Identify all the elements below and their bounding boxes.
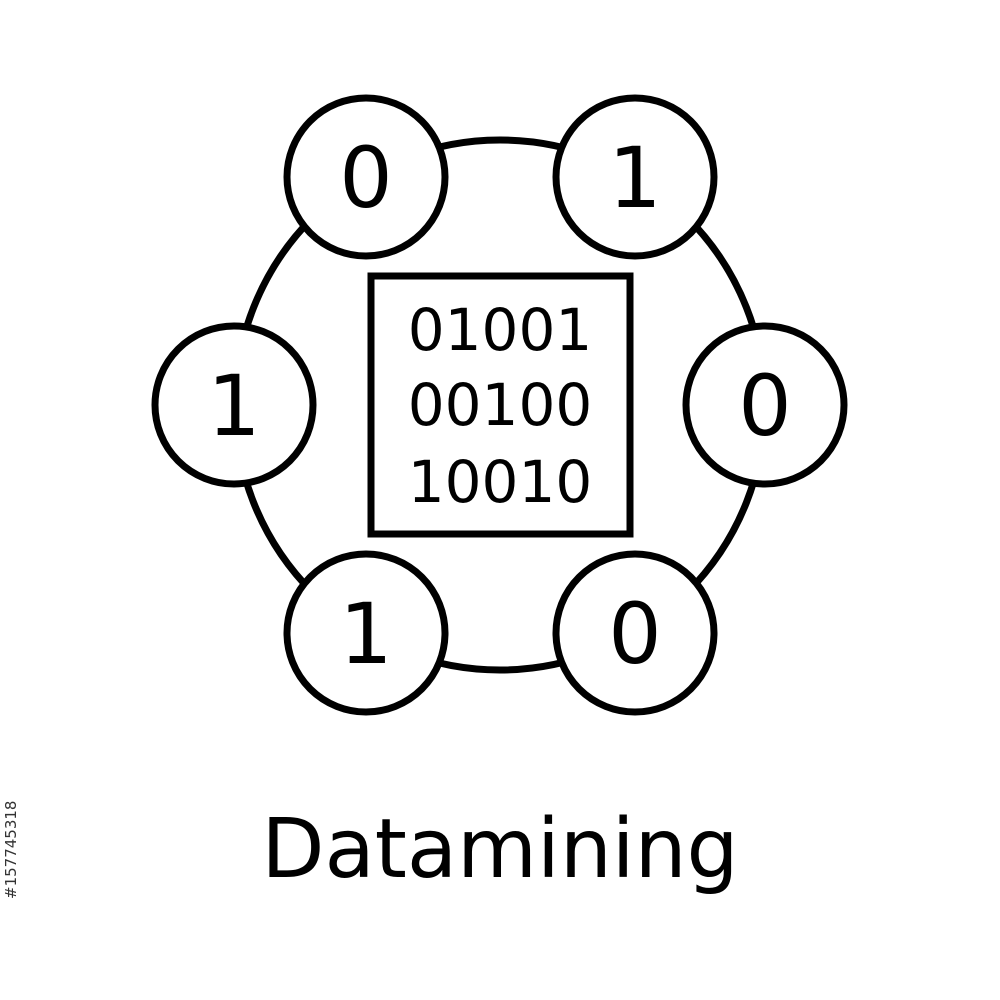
- node-left: 1: [151, 322, 317, 488]
- node-digit: 0: [608, 585, 661, 683]
- node-bottom-left: 1: [283, 550, 449, 716]
- node-top-right: 1: [552, 94, 718, 260]
- binary-line-2: 00100: [408, 371, 593, 439]
- node-digit: 1: [207, 357, 260, 455]
- node-digit: 0: [738, 357, 791, 455]
- node-circle: [552, 550, 718, 716]
- binary-line-1: 01001: [408, 296, 593, 364]
- node-digit: 1: [608, 129, 661, 227]
- stock-image-id: #157745318: [2, 800, 20, 900]
- binary-line-3: 10010: [408, 448, 593, 516]
- binary-block-frame: [367, 272, 634, 538]
- node-bottom-right: 0: [552, 550, 718, 716]
- node-digit: 1: [339, 585, 392, 683]
- node-circle: [283, 550, 449, 716]
- node-top-left: 0: [283, 94, 449, 260]
- node-circle: [151, 322, 317, 488]
- node-circle: [283, 94, 449, 260]
- node-circle: [682, 322, 848, 488]
- icon-caption: Datamining: [261, 802, 739, 897]
- node-circle: [552, 94, 718, 260]
- node-digit: 0: [339, 129, 392, 227]
- node-right: 0: [682, 322, 848, 488]
